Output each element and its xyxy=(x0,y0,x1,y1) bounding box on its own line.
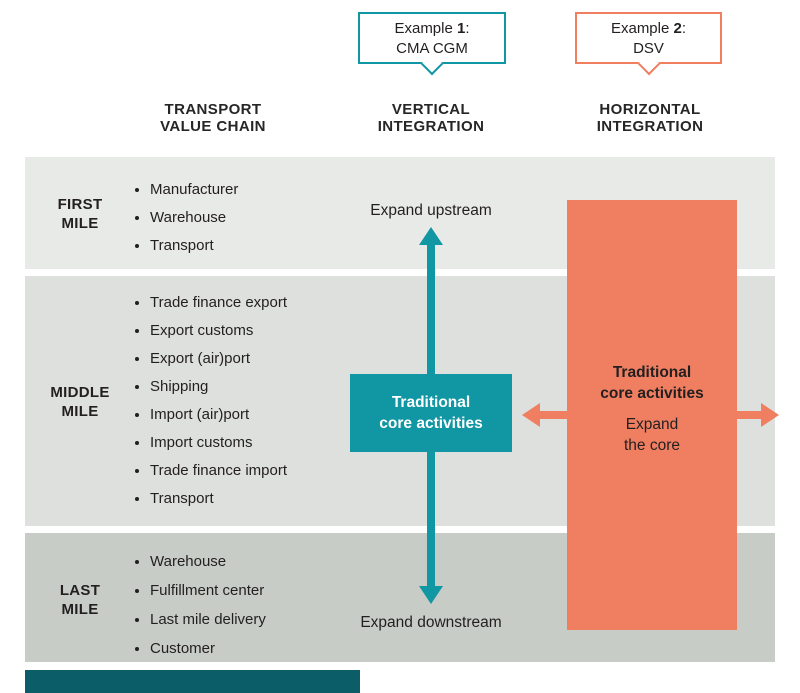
list-item: Import customs xyxy=(150,429,287,457)
callout-2-prefix: Example xyxy=(610,20,674,37)
column-header-2-line2: INTEGRATION xyxy=(377,118,485,135)
list-item: Warehouse xyxy=(150,204,238,232)
footer-bar xyxy=(25,670,360,693)
bullet-list-last-mile: WarehouseFulfillment centerLast mile del… xyxy=(128,547,266,663)
callout-2-colon: : xyxy=(681,20,687,37)
traditional-core-activities-box-vertical: Traditional core activities xyxy=(350,374,512,452)
list-item: Trade finance import xyxy=(150,457,287,485)
list-item: Warehouse xyxy=(150,547,266,576)
callout-1-prefix: Example xyxy=(394,20,457,37)
column-header-1-line2: VALUE CHAIN xyxy=(160,118,266,135)
column-header-3-line1: HORIZONTAL xyxy=(599,101,701,118)
horizontal-arrow-left-shaft xyxy=(540,411,568,419)
callout-1-colon: : xyxy=(465,20,470,37)
list-item: Transport xyxy=(150,485,287,513)
teal-box-line2: core activities xyxy=(379,415,483,432)
expand-the-core-line1: Expand xyxy=(625,416,679,433)
list-item: Shipping xyxy=(150,373,287,401)
arrow-left-icon xyxy=(522,403,540,427)
list-item: Last mile delivery xyxy=(150,605,266,634)
expand-the-core-line2: the core xyxy=(623,437,680,454)
list-item: Export (air)port xyxy=(150,345,287,373)
traditional-core-activities-box-horizontal: Traditional core activities Expand the c… xyxy=(567,200,737,630)
column-header-1-line1: TRANSPORT xyxy=(164,101,262,118)
salmon-box-title-line2: core activities xyxy=(600,385,704,402)
list-item: Transport xyxy=(150,232,238,260)
row-label-middle-line2: MILE xyxy=(61,403,99,420)
bullet-list-middle-mile: Trade finance exportExport customsExport… xyxy=(128,289,287,513)
teal-box-line1: Traditional xyxy=(391,394,471,411)
row-label-first-line2: MILE xyxy=(61,215,99,232)
arrow-right-icon xyxy=(761,403,779,427)
column-header-transport-value-chain: TRANSPORT VALUE CHAIN xyxy=(113,101,313,135)
callout-example-1: Example 1: CMA CGM xyxy=(358,12,506,76)
horizontal-arrow-right-shaft xyxy=(735,411,763,419)
list-item: Trade finance export xyxy=(150,289,287,317)
expand-upstream-label: Expand upstream xyxy=(370,202,492,219)
row-label-last-line1: LAST xyxy=(59,582,101,599)
arrow-down-icon xyxy=(419,586,443,604)
bullet-list-first-mile: ManufacturerWarehouseTransport xyxy=(128,176,238,260)
callout-1-number: 1 xyxy=(457,20,466,37)
list-item: Export customs xyxy=(150,317,287,345)
callout-example-1-name: CMA CGM xyxy=(396,40,468,57)
row-label-middle-mile: MIDDLE MILE xyxy=(38,383,122,421)
column-header-horizontal-integration: HORIZONTAL INTEGRATION xyxy=(550,101,750,135)
row-label-middle-line1: MIDDLE xyxy=(50,384,110,401)
salmon-box-text: Traditional core activities Expand the c… xyxy=(567,362,737,456)
expand-the-core-label: Expand the core xyxy=(567,414,737,456)
column-header-3-line2: INTEGRATION xyxy=(596,118,704,135)
column-header-vertical-integration: VERTICAL INTEGRATION xyxy=(331,101,531,135)
row-label-first-mile: FIRST MILE xyxy=(38,195,122,233)
list-item: Fulfillment center xyxy=(150,576,266,605)
callout-example-2: Example 2: DSV xyxy=(575,12,722,76)
list-item: Import (air)port xyxy=(150,401,287,429)
list-item: Customer xyxy=(150,634,266,663)
salmon-box-title: Traditional core activities xyxy=(567,362,737,404)
callout-example-1-line1: Example 1: xyxy=(360,19,504,39)
callout-2-number: 2 xyxy=(673,20,682,37)
row-label-last-line2: MILE xyxy=(61,601,99,618)
column-header-2-line1: VERTICAL xyxy=(391,101,471,118)
row-label-first-line1: FIRST xyxy=(57,196,103,213)
list-item: Manufacturer xyxy=(150,176,238,204)
arrow-up-icon xyxy=(419,227,443,245)
expand-downstream-label: Expand downstream xyxy=(360,614,502,631)
row-label-last-mile: LAST MILE xyxy=(38,581,122,619)
salmon-box-title-line1: Traditional xyxy=(612,364,692,381)
callout-example-2-name: DSV xyxy=(633,40,664,57)
callout-example-2-line1: Example 2: xyxy=(577,19,720,39)
